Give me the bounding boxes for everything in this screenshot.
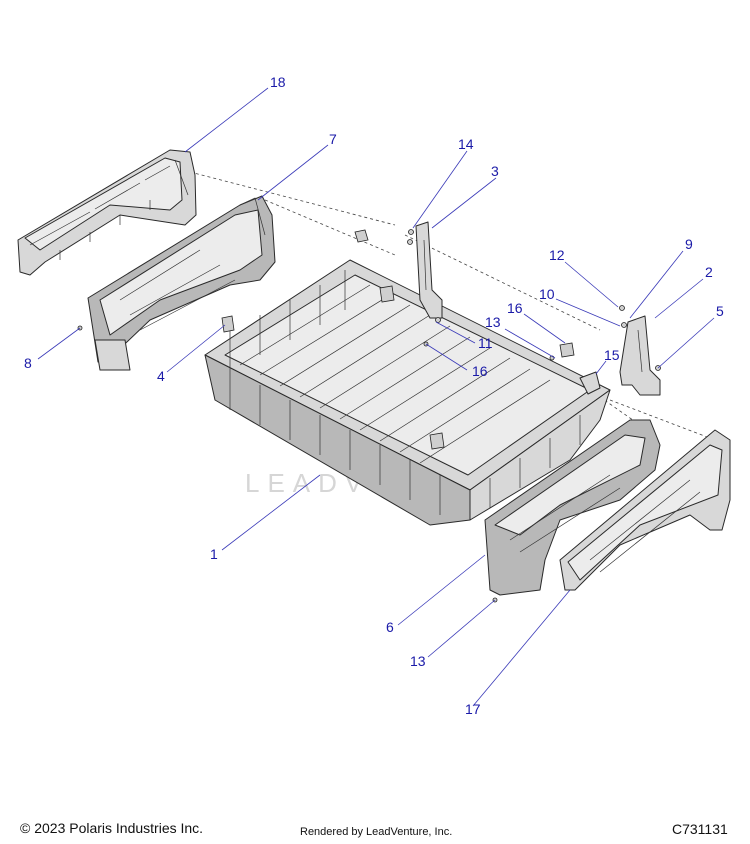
callout-16-lower[interactable]: 16 (472, 363, 488, 379)
callout-14[interactable]: 14 (458, 136, 474, 152)
callout-5[interactable]: 5 (716, 303, 724, 319)
part-7-rear-inner-panel[interactable] (87, 195, 276, 371)
callout-3[interactable]: 3 (491, 163, 499, 179)
callout-11[interactable]: 11 (478, 335, 493, 351)
callout-16-upper[interactable]: 16 (507, 300, 523, 316)
hardware (77, 229, 661, 603)
callout-2[interactable]: 2 (705, 264, 713, 280)
part-17-front-outer-panel[interactable] (559, 429, 731, 591)
callout-13-upper[interactable]: 13 (485, 314, 501, 330)
part-1-cargo-box[interactable] (204, 259, 611, 526)
leader-lines (37, 87, 715, 707)
part-18-rear-outer-panel[interactable] (17, 149, 197, 276)
diagram-id-text: C731131 (672, 821, 728, 837)
callout-6[interactable]: 6 (386, 619, 394, 635)
part-3-vertical-bracket[interactable] (415, 221, 443, 319)
alignment-lines (189, 171, 716, 441)
callout-18[interactable]: 18 (270, 74, 286, 90)
callout-1[interactable]: 1 (210, 546, 218, 562)
callout-8[interactable]: 8 (24, 355, 32, 371)
callout-4[interactable]: 4 (157, 368, 165, 384)
part-6-front-inner-panel[interactable] (484, 419, 661, 596)
callout-12[interactable]: 12 (549, 247, 565, 263)
copyright-text: © 2023 Polaris Industries Inc. (20, 820, 204, 836)
rendered-by-text: Rendered by LeadVenture, Inc. (300, 826, 453, 838)
callout-7[interactable]: 7 (329, 131, 337, 147)
callout-9[interactable]: 9 (685, 236, 693, 252)
callout-13-lower[interactable]: 13 (410, 653, 426, 669)
callout-15[interactable]: 15 (604, 347, 620, 363)
callout-17[interactable]: 17 (465, 701, 481, 717)
part-15-small-bracket[interactable] (579, 371, 601, 395)
callout-labels: 18 7 14 3 12 9 2 10 16 13 5 11 15 8 4 16… (24, 74, 724, 717)
callout-10[interactable]: 10 (539, 286, 555, 302)
part-2-right-bracket[interactable] (619, 315, 661, 396)
